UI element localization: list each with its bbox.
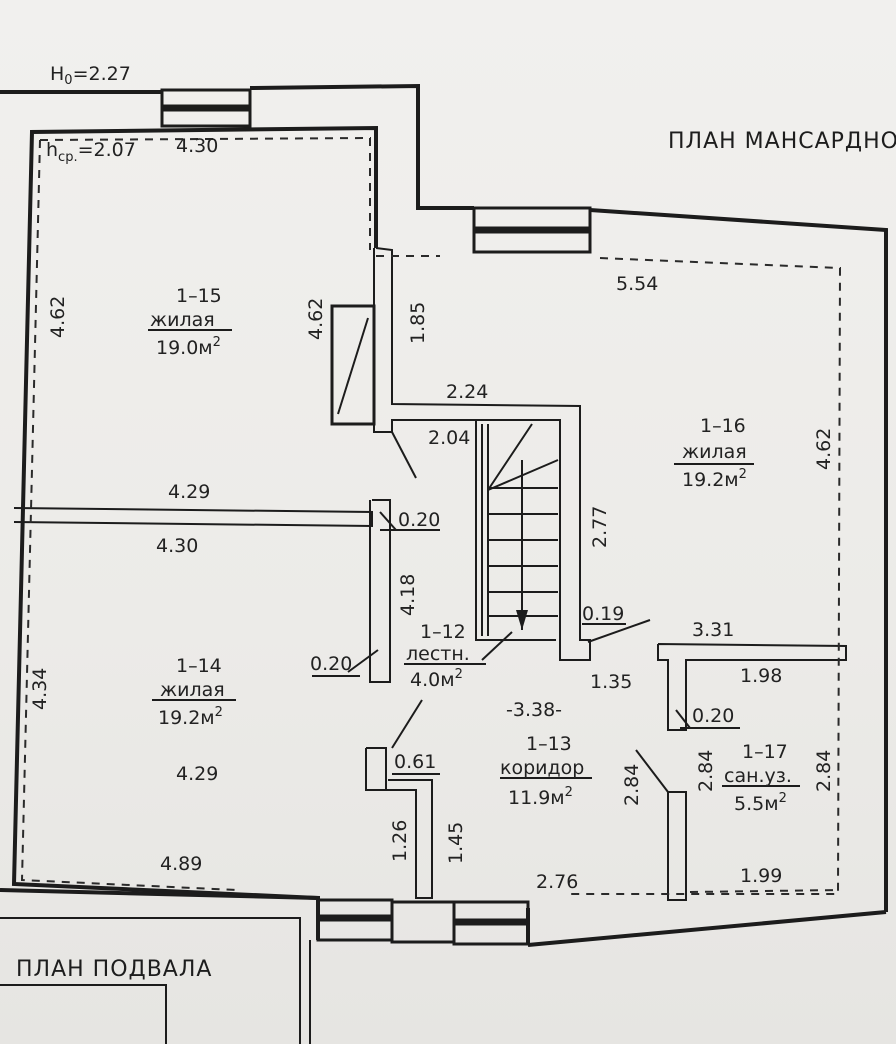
attic-plan-title: ПЛАН МАНСАРДНО xyxy=(668,129,896,154)
room-1-15-area-value: 19.0м xyxy=(156,337,213,359)
room-1-15-area: 19.0м2 xyxy=(156,335,221,359)
dim-434: 4.34 xyxy=(29,668,51,710)
label-underlines xyxy=(148,329,800,787)
room-1-16-type: жилая xyxy=(682,441,747,463)
dim-284-a: 2.84 xyxy=(621,764,643,806)
dim-430-top: 4.30 xyxy=(176,135,218,157)
dim-020-b: 0.20 xyxy=(692,705,734,727)
room-1-17-type: сан.уз. xyxy=(724,765,792,787)
h0-value: =2.27 xyxy=(73,63,131,85)
dim-489: 4.89 xyxy=(160,853,202,875)
room-1-14-area: 19.2м2 xyxy=(158,705,223,729)
room-1-13-type: коридор xyxy=(500,757,584,779)
dim-061: 0.61 xyxy=(394,751,436,773)
room-1-17-id: 1–17 xyxy=(742,741,788,763)
room-1-15-id: 1–15 xyxy=(176,285,222,307)
dim-020-a: 0.20 xyxy=(398,509,440,531)
room-1-12-area-value: 4.0м xyxy=(410,669,455,691)
interior-walls xyxy=(11,125,847,901)
room-1-13-area: 11.9м2 xyxy=(508,785,573,809)
staircase xyxy=(481,423,559,636)
dim-277: 2.77 xyxy=(589,506,611,548)
dim-462-mid: 4.62 xyxy=(305,298,327,340)
h0-symbol: H xyxy=(50,63,64,85)
room-1-16-id: 1–16 xyxy=(700,415,746,437)
dim-430-mid: 4.30 xyxy=(156,535,198,557)
dim-462-right: 4.62 xyxy=(813,428,835,470)
dashed-outlines xyxy=(20,136,842,895)
room-1-17-area: 5.5м2 xyxy=(734,791,787,815)
dim-020-c: 0.20 xyxy=(310,653,352,675)
dim-135: 1.35 xyxy=(590,671,632,693)
dim-199: 1.99 xyxy=(740,865,782,887)
dim-284-c: 2.84 xyxy=(813,750,835,792)
room-1-17-area-exp: 2 xyxy=(779,791,787,806)
room-1-12-id: 1–12 xyxy=(420,621,466,643)
hcp-value: =2.07 xyxy=(78,139,136,161)
dim-418: 4.18 xyxy=(397,574,419,616)
room-1-17-area-value: 5.5м xyxy=(734,793,779,815)
room-1-15-type: жилая xyxy=(150,309,215,331)
room-1-14-area-exp: 2 xyxy=(215,705,223,720)
dim-224: 2.24 xyxy=(446,381,488,403)
dim-429-top: 4.29 xyxy=(168,481,210,503)
ceiling-height-label: H0=2.27 xyxy=(50,63,131,88)
windows xyxy=(160,88,592,946)
outer-walls xyxy=(0,83,888,1044)
dim-554: 5.54 xyxy=(616,273,658,295)
room-1-14-type: жилая xyxy=(160,679,225,701)
dim-198: 1.98 xyxy=(740,665,782,687)
avg-height-label: hср.=2.07 xyxy=(46,139,136,165)
basement-plan-title: ПЛАН ПОДВАЛА xyxy=(16,957,212,982)
room-1-13-area-value: 11.9м xyxy=(508,787,565,809)
dim-331: 3.31 xyxy=(692,619,734,641)
dim-429-bottom: 4.29 xyxy=(176,763,218,785)
dim-338: -3.38- xyxy=(506,699,562,721)
dim-185: 1.85 xyxy=(407,302,429,344)
room-1-16-area-exp: 2 xyxy=(739,467,747,482)
dim-204: 2.04 xyxy=(428,427,470,449)
doors xyxy=(347,431,691,793)
room-1-13-area-exp: 2 xyxy=(565,785,573,800)
room-1-12-area: 4.0м2 xyxy=(410,667,463,691)
room-1-12-area-exp: 2 xyxy=(455,667,463,682)
dim-462-left: 4.62 xyxy=(47,296,69,338)
dim-126: 1.26 xyxy=(389,820,411,862)
room-1-12-type: лестн. xyxy=(406,643,470,665)
room-1-14-id: 1–14 xyxy=(176,655,222,677)
h0-subscript: 0 xyxy=(64,73,72,88)
dim-145: 1.45 xyxy=(445,822,467,864)
dim-284-b: 2.84 xyxy=(695,750,717,792)
hcp-subscript: ср. xyxy=(58,150,78,165)
dim-276: 2.76 xyxy=(536,871,578,893)
hcp-symbol: h xyxy=(46,139,58,161)
room-1-16-area-value: 19.2м xyxy=(682,469,739,491)
room-1-13-id: 1–13 xyxy=(526,733,572,755)
room-1-15-area-exp: 2 xyxy=(213,335,221,350)
room-1-16-area: 19.2м2 xyxy=(682,467,747,491)
room-1-14-area-value: 19.2м xyxy=(158,707,215,729)
dim-019: 0.19 xyxy=(582,603,624,625)
